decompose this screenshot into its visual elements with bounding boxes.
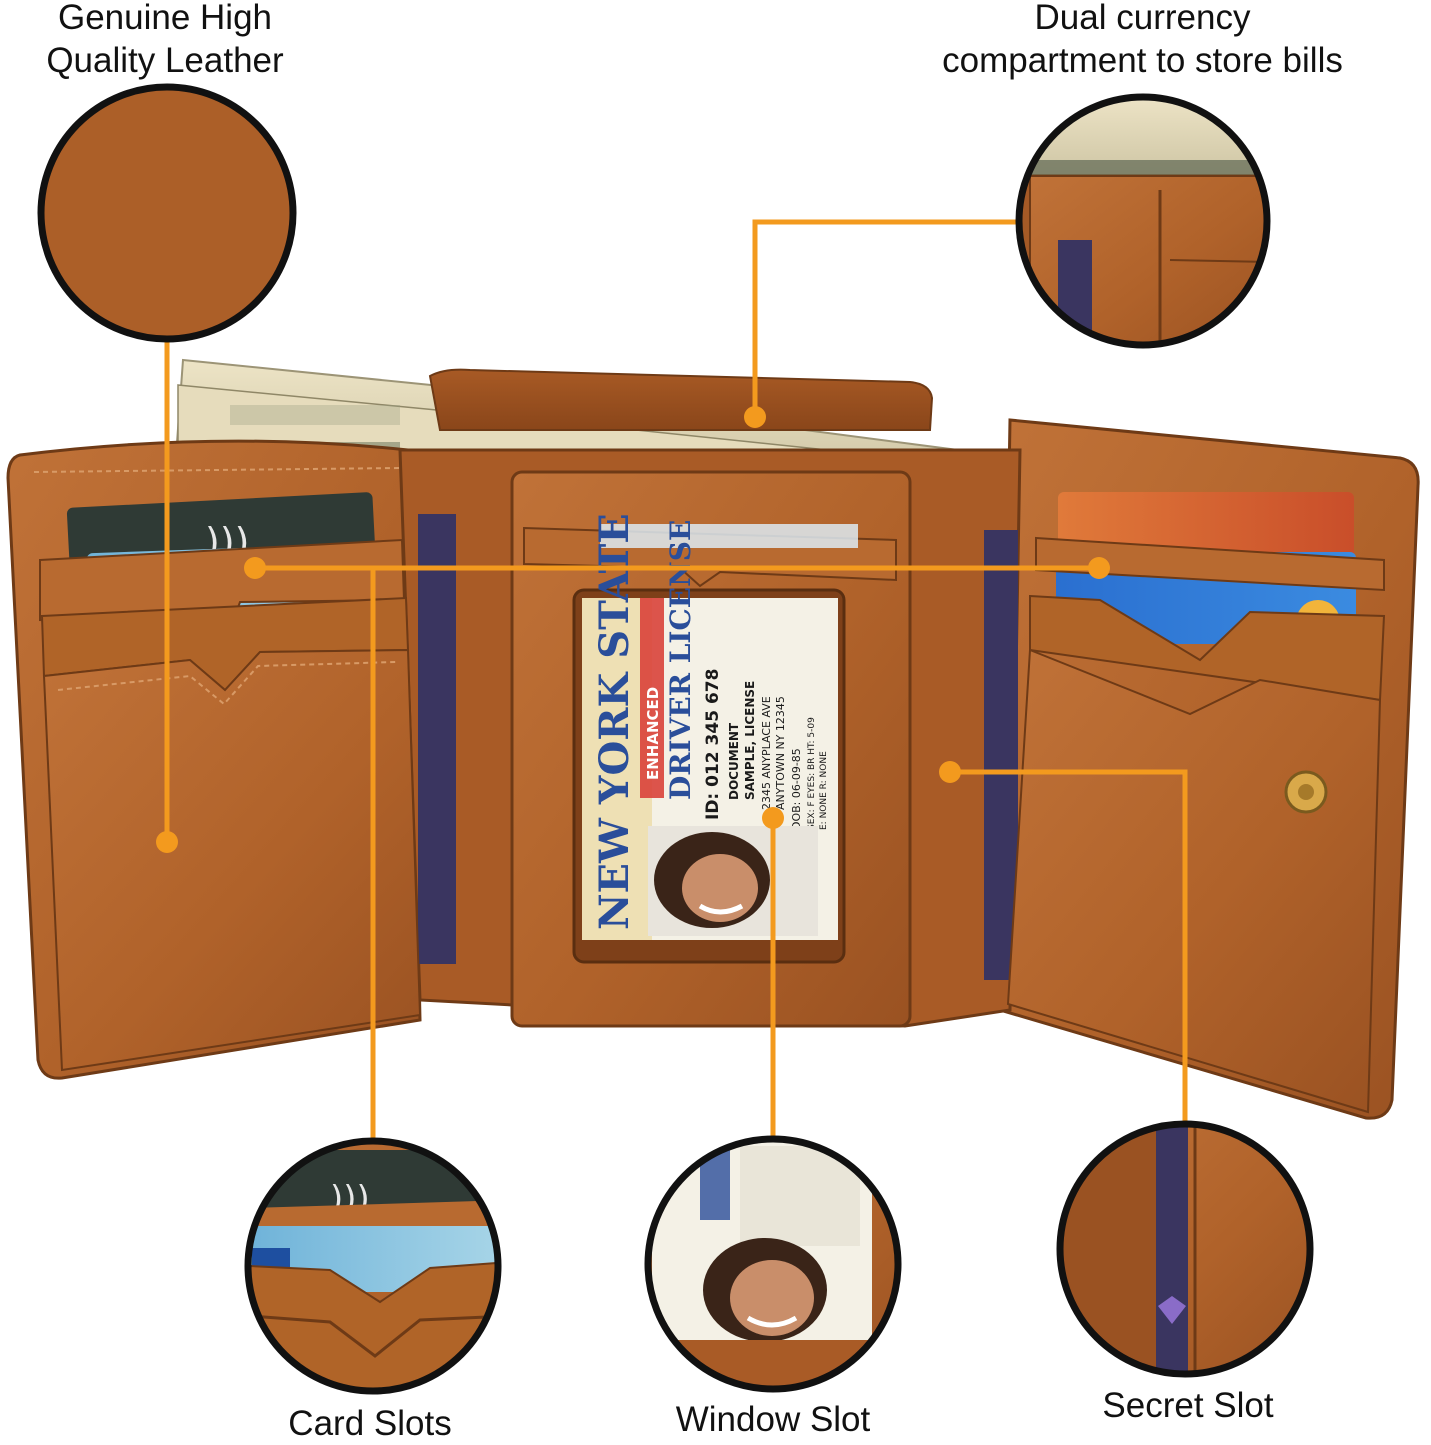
label-genuine-leather-line1: Genuine High xyxy=(57,0,273,37)
zoom-card-slots: ))) xyxy=(244,1137,502,1395)
id-state: NEW YORK STATE xyxy=(591,513,638,930)
dot-window-slot xyxy=(762,807,784,829)
top-flap xyxy=(428,368,934,431)
zoom-leather xyxy=(37,83,297,343)
zoom-window-slot xyxy=(644,1135,902,1393)
id-address1: 2345 ANYPLACE AVE xyxy=(760,696,773,810)
id-card: NEW YORK STATE ENHANCED DRIVER LICENSE I… xyxy=(582,513,829,940)
id-extra: E: NONE R: NONE xyxy=(819,751,829,830)
secret-card-left xyxy=(418,514,456,964)
label-window-slot-text: Window Slot xyxy=(675,1400,871,1439)
label-dual-currency: Dual currency compartment to store bills xyxy=(925,0,1360,82)
wallet: ))) NEW YORK STATE xyxy=(6,358,1420,1120)
id-doc: DOCUMENT xyxy=(727,722,741,800)
label-genuine-leather: Genuine High Quality Leather xyxy=(20,0,310,82)
dot-genuine-leather xyxy=(156,831,178,853)
zoom-secret-slot xyxy=(1056,1120,1314,1378)
id-address2: ANYTOWN NY 12345 xyxy=(774,696,787,810)
label-dual-currency-line1: Dual currency xyxy=(1034,0,1251,37)
label-dual-currency-line2: compartment to store bills xyxy=(942,41,1343,80)
id-enhanced: ENHANCED xyxy=(644,687,662,780)
label-card-slots-text: Card Slots xyxy=(288,1404,452,1443)
label-secret-slot-text: Secret Slot xyxy=(1102,1386,1274,1425)
dot-card-slots-left xyxy=(244,557,266,579)
dot-card-slots-right xyxy=(1088,557,1110,579)
leader-secret-slot xyxy=(950,769,1188,1124)
callout-dots xyxy=(156,406,1110,853)
dot-secret-slot xyxy=(939,761,961,783)
id-dob: DOB: 06-09-85 xyxy=(790,748,803,830)
secret-card-right xyxy=(984,530,1018,980)
leader-dual-currency xyxy=(752,219,1019,417)
callout-lines xyxy=(164,219,1188,1141)
id-photo xyxy=(648,826,818,936)
id-type: DRIVER LICENSE xyxy=(664,520,697,800)
dot-dual-currency xyxy=(744,406,766,428)
label-window-slot: Window Slot xyxy=(650,1398,896,1441)
label-card-slots: Card Slots xyxy=(250,1402,490,1445)
zoom-currency xyxy=(1015,93,1271,349)
id-sex: SEX: F EYES: BR HT: 5-09 xyxy=(807,717,817,830)
label-genuine-leather-line2: Quality Leather xyxy=(46,41,284,80)
id-number: ID: 012 345 678 xyxy=(703,669,723,820)
id-window: NEW YORK STATE ENHANCED DRIVER LICENSE I… xyxy=(572,513,846,964)
label-secret-slot: Secret Slot xyxy=(1068,1384,1308,1427)
id-name: SAMPLE, LICENSE xyxy=(743,681,757,800)
